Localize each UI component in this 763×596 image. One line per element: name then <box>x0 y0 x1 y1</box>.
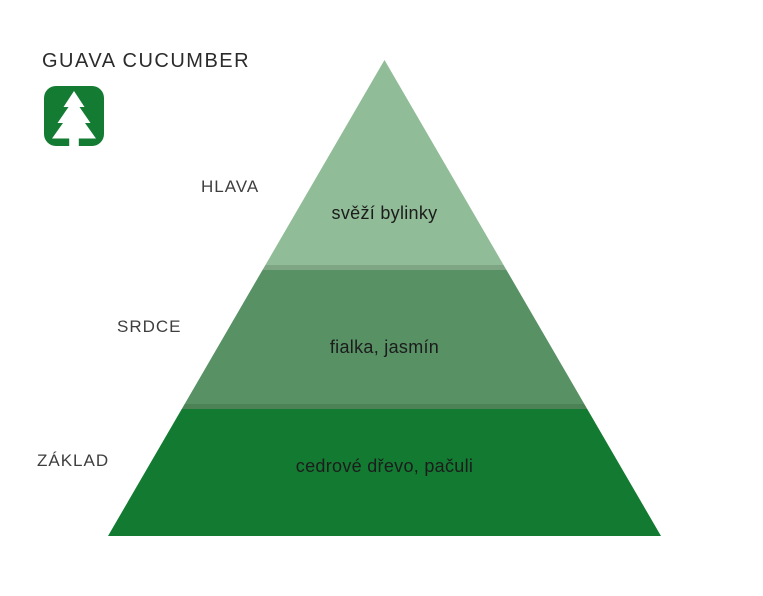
tier-top-notes: svěží bylinky <box>331 203 438 223</box>
tier-label-srdce: SRDCE <box>117 317 182 336</box>
pine-tree-icon <box>44 86 104 146</box>
tier-label-hlava: HLAVA <box>201 177 260 196</box>
tier-middle-notes: fialka, jasmín <box>329 337 440 357</box>
tier-base-notes: cedrové dřevo, pačuli <box>295 456 474 476</box>
pyramid-tier-middle: fialka, jasmín <box>108 270 661 409</box>
pyramid-tier-base: cedrové dřevo, pačuli <box>108 409 661 536</box>
pyramid-tier-top: svěží bylinky <box>108 60 661 270</box>
fragrance-pyramid: svěží bylinky fialka, jasmín cedrové dře… <box>108 60 661 536</box>
page-title: GUAVA CUCUMBER <box>42 50 251 72</box>
tier-label-zaklad: ZÁKLAD <box>37 451 110 470</box>
